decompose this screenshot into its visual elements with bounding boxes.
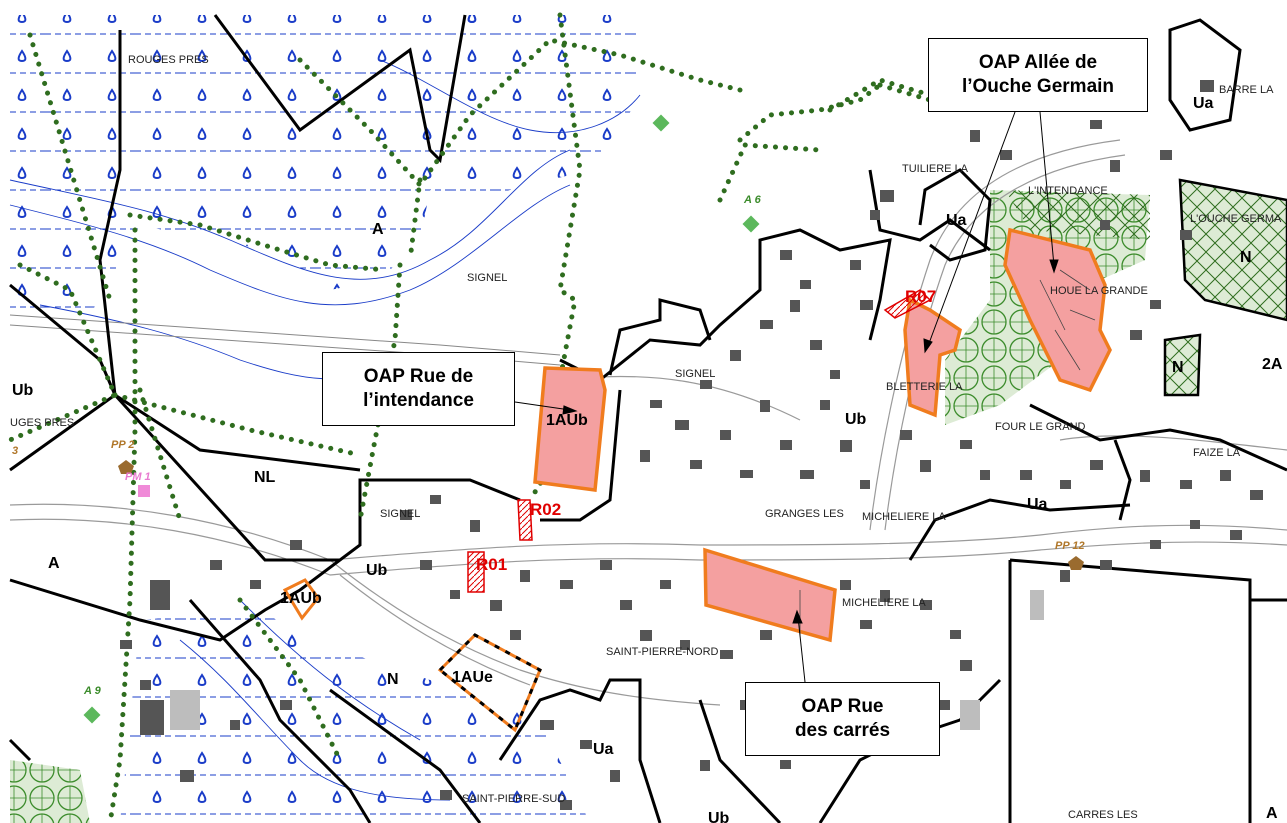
zone-label-ua: Ua (1027, 496, 1048, 513)
zone-1aub-small (282, 578, 320, 621)
callout-line: OAP Rue (801, 696, 884, 717)
oap-zone-carres (703, 547, 837, 643)
point-markers (83, 114, 1084, 724)
reserve-r01 (467, 551, 485, 593)
marker-square-pm1 (138, 485, 150, 497)
zone-label-ub: Ub (12, 382, 34, 399)
marker-label-pp12: PP 12 (1055, 540, 1085, 552)
marker-diamond-a5 (652, 114, 670, 132)
marker-label-a6: A 6 (743, 194, 762, 206)
place-granges: GRANGES LES (765, 508, 844, 520)
zone-label-ub: Ub (366, 562, 388, 579)
reserve-labels: R01 R02 R07 (476, 287, 936, 574)
callout-line: l’intendance (363, 390, 474, 411)
callout-oap-ouche-germain: OAP Allée de l’Ouche Germain (928, 38, 1148, 112)
oap-zone-ouche-germain (1003, 227, 1112, 393)
marker-diamond-a6 (742, 215, 760, 233)
protected-woodland (10, 178, 1287, 823)
reserves (467, 289, 932, 593)
oap-zone-bletterie (903, 297, 962, 418)
callout-line: OAP Allée de (978, 52, 1098, 73)
marker-label-pm1: PM 1 (125, 471, 151, 483)
place-rouges-pres-left: UGES PRES (10, 417, 74, 429)
zone-label-nl: NL (254, 469, 276, 486)
marker-labels: PP 2 PM 1 PP 12 A 6 A 9 3 (12, 194, 1085, 697)
place-rouges-pres: ROUGES PRES (128, 54, 209, 66)
oap-zones (533, 227, 1112, 643)
flood-zones (10, 15, 640, 823)
place-four-le-grand: FOUR LE GRAND (995, 421, 1086, 433)
reserve-label-r07: R07 (905, 287, 936, 306)
zone-label-2a: 2A (1262, 356, 1283, 373)
zone-label-n: N (1240, 249, 1252, 266)
place-signel: SIGNEL (380, 508, 420, 520)
reserve-r02 (517, 499, 533, 541)
marker-pentagon-pp2 (118, 460, 134, 474)
place-faize: FAIZE LA (1193, 447, 1241, 459)
place-houe-la-grande: HOUE LA GRANDE (1050, 285, 1148, 297)
zone-label-ub: Ub (845, 411, 867, 428)
reserve-label-r01: R01 (476, 555, 507, 574)
zone-boundaries (8, 14, 1287, 823)
callout-arrows (514, 111, 1059, 683)
place-saint-pierre-nord: SAINT-PIERRE-NORD (606, 646, 719, 658)
zone-labels: Ua Ua Ua Ua A A A Ub Ub Ub Ub N N N NL 2… (12, 95, 1283, 823)
callout-oap-intendance: OAP Rue de l’intendance (322, 352, 515, 426)
oap-zone-intendance (533, 366, 607, 492)
marker-pentagon-pp12 (1068, 556, 1084, 570)
reserve-r07 (883, 289, 932, 319)
zone-label-1aub: 1AUb (280, 590, 322, 607)
zone-label-n: N (1172, 359, 1184, 376)
place-ouche-germain: L'OUCHE GERMA (1190, 213, 1282, 225)
reserve-label-r02: R02 (530, 500, 561, 519)
place-micheliere: MICHELIERE LA (842, 597, 926, 609)
place-barre: BARRE LA (1219, 84, 1274, 96)
callout-line: l’Ouche Germain (961, 76, 1115, 97)
light-buildings (170, 590, 1044, 730)
callout-oap-carres: OAP Rue des carrés (745, 682, 940, 756)
zone-label-a: A (48, 555, 60, 572)
callout-line: OAP Rue de (363, 366, 474, 387)
place-tuiliere: TUILIERE LA (902, 163, 969, 175)
zone-label-ua: Ua (593, 741, 614, 758)
zone-label-n: N (387, 671, 399, 688)
place-signel: SIGNEL (675, 368, 715, 380)
place-carres: CARRES LES (1068, 809, 1138, 821)
buildings (120, 80, 1263, 810)
zone-label-ua: Ua (946, 212, 967, 229)
marker-label-pp2: PP 2 (111, 439, 134, 451)
roads (9, 139, 1287, 706)
zone-label-ub: Ub (708, 810, 730, 823)
place-signel: SIGNEL (467, 272, 507, 284)
place-micheliere: MICHELIERE LA (862, 511, 946, 523)
callout-line: des carrés (794, 720, 891, 741)
place-names: ROUGES PRES UGES PRES SIGNEL SIGNEL SIGN… (10, 54, 1282, 821)
marker-label-a9: A 9 (83, 685, 102, 697)
zone-label-a: A (1266, 805, 1278, 822)
place-intendance: L'INTENDANCE (1028, 185, 1108, 197)
place-saint-pierre-sud: SAINT-PIERRE-SUD (462, 793, 565, 805)
marker-diamond-a9 (83, 706, 101, 724)
zone-label-ua: Ua (1193, 95, 1214, 112)
place-bletterie: BLETTERIE LA (886, 381, 963, 393)
zone-label-1aub: 1AUb (546, 412, 588, 429)
zone-label-a: A (372, 221, 384, 238)
zone-label-1aue: 1AUe (452, 669, 493, 686)
marker-label-3: 3 (12, 445, 18, 457)
